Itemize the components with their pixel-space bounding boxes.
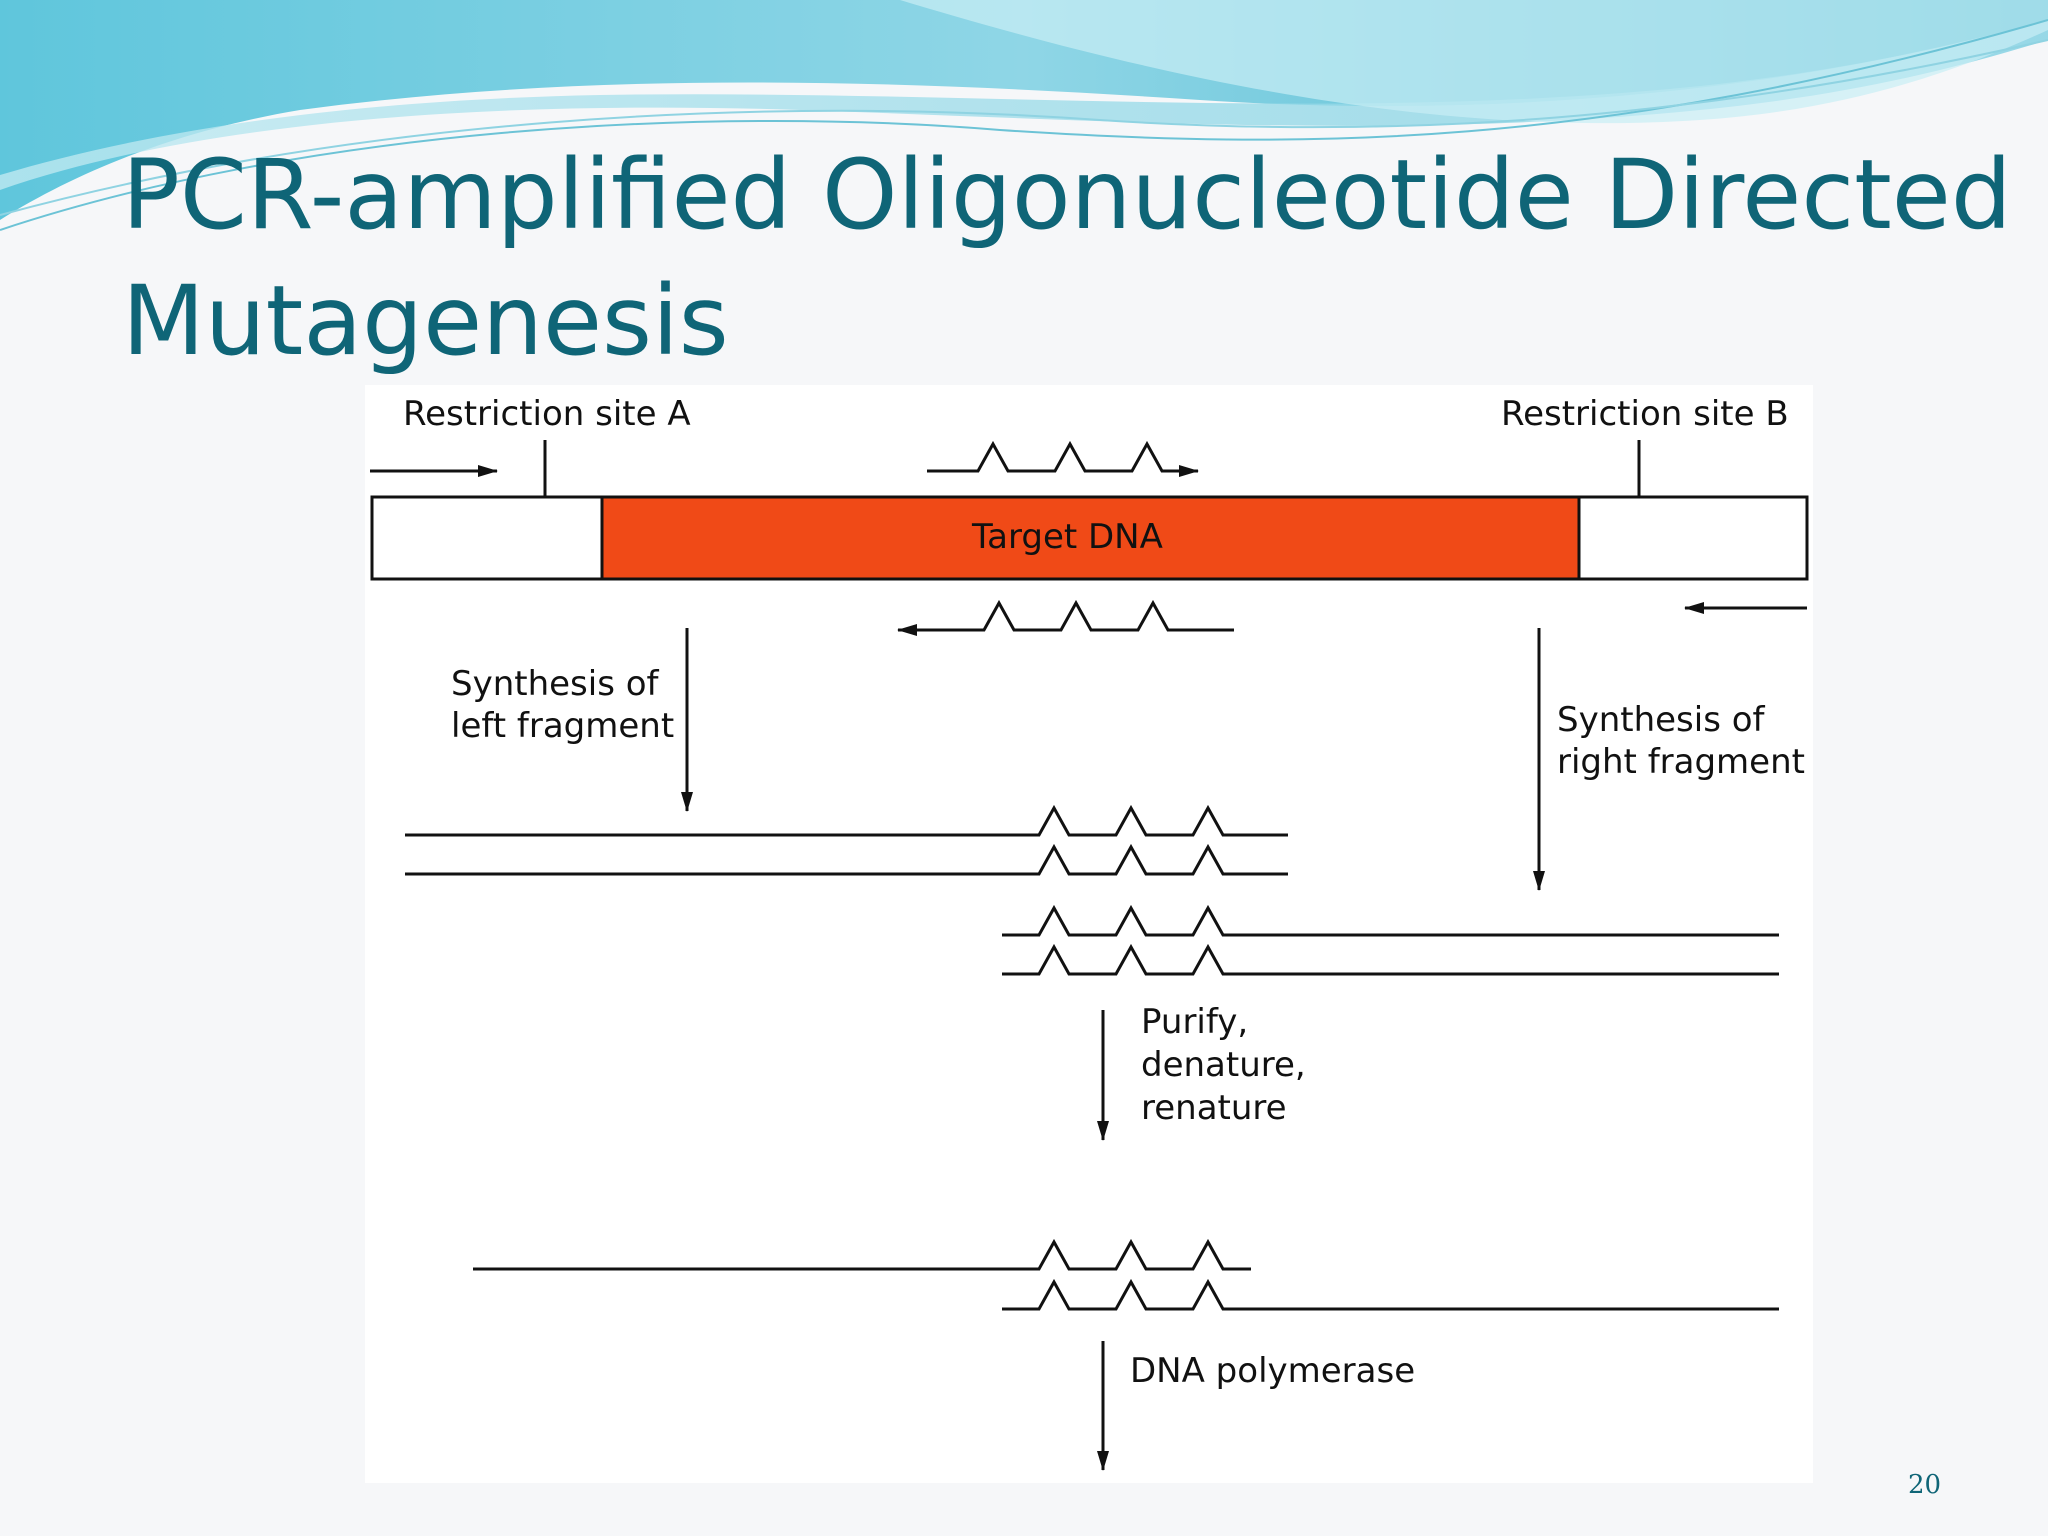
restriction-site-b-label: Restriction site B xyxy=(1501,394,1789,434)
slide-title-line-2: Mutagenesis xyxy=(122,265,729,377)
mutagenesis-diagram: Restriction site A Restriction site B Ta… xyxy=(370,394,1809,1471)
target-dna-label: Target DNA xyxy=(971,517,1163,557)
purify-label-line-1: Purify, xyxy=(1141,1002,1248,1042)
purify-label-line-3: renature xyxy=(1141,1088,1287,1128)
mutagenic-primer-reverse xyxy=(897,599,1234,636)
synthesis-right-label-line-1: Synthesis of xyxy=(1557,700,1766,740)
mutagenic-primer-forward xyxy=(927,440,1199,477)
header-wave-decoration xyxy=(0,0,2048,231)
right-flank-segment xyxy=(1577,495,1809,581)
synthesis-left-label-line-1: Synthesis of xyxy=(451,664,660,704)
hybrid-strand-bottom xyxy=(1002,1278,1779,1311)
restriction-site-a-label: Restriction site A xyxy=(403,394,691,434)
left-flank-segment xyxy=(370,495,604,581)
mutagenesis-figure: Restriction site A Restriction site B Ta… xyxy=(365,385,1813,1483)
purify-label-line-2: denature, xyxy=(1141,1045,1306,1085)
synthesis-right-label-line-2: right fragment xyxy=(1557,742,1805,782)
left-fragment-strand-bottom xyxy=(405,843,1288,876)
slide-title-line-1: PCR-amplified Oligonucleotide Directed xyxy=(122,139,2012,251)
dna-polymerase-label: DNA polymerase xyxy=(1130,1351,1415,1391)
right-fragment-strand-bottom xyxy=(1002,943,1779,976)
right-fragment-strand-top xyxy=(1002,904,1779,937)
left-fragment-strand-top xyxy=(405,804,1288,837)
target-dna-segment xyxy=(600,495,1581,581)
hybrid-strand-top xyxy=(473,1238,1251,1271)
page-number: 20 xyxy=(1908,1470,1942,1500)
synthesis-left-label-line-2: left fragment xyxy=(451,706,674,746)
slide-title: PCR-amplified Oligonucleotide Directed M… xyxy=(122,132,2012,384)
